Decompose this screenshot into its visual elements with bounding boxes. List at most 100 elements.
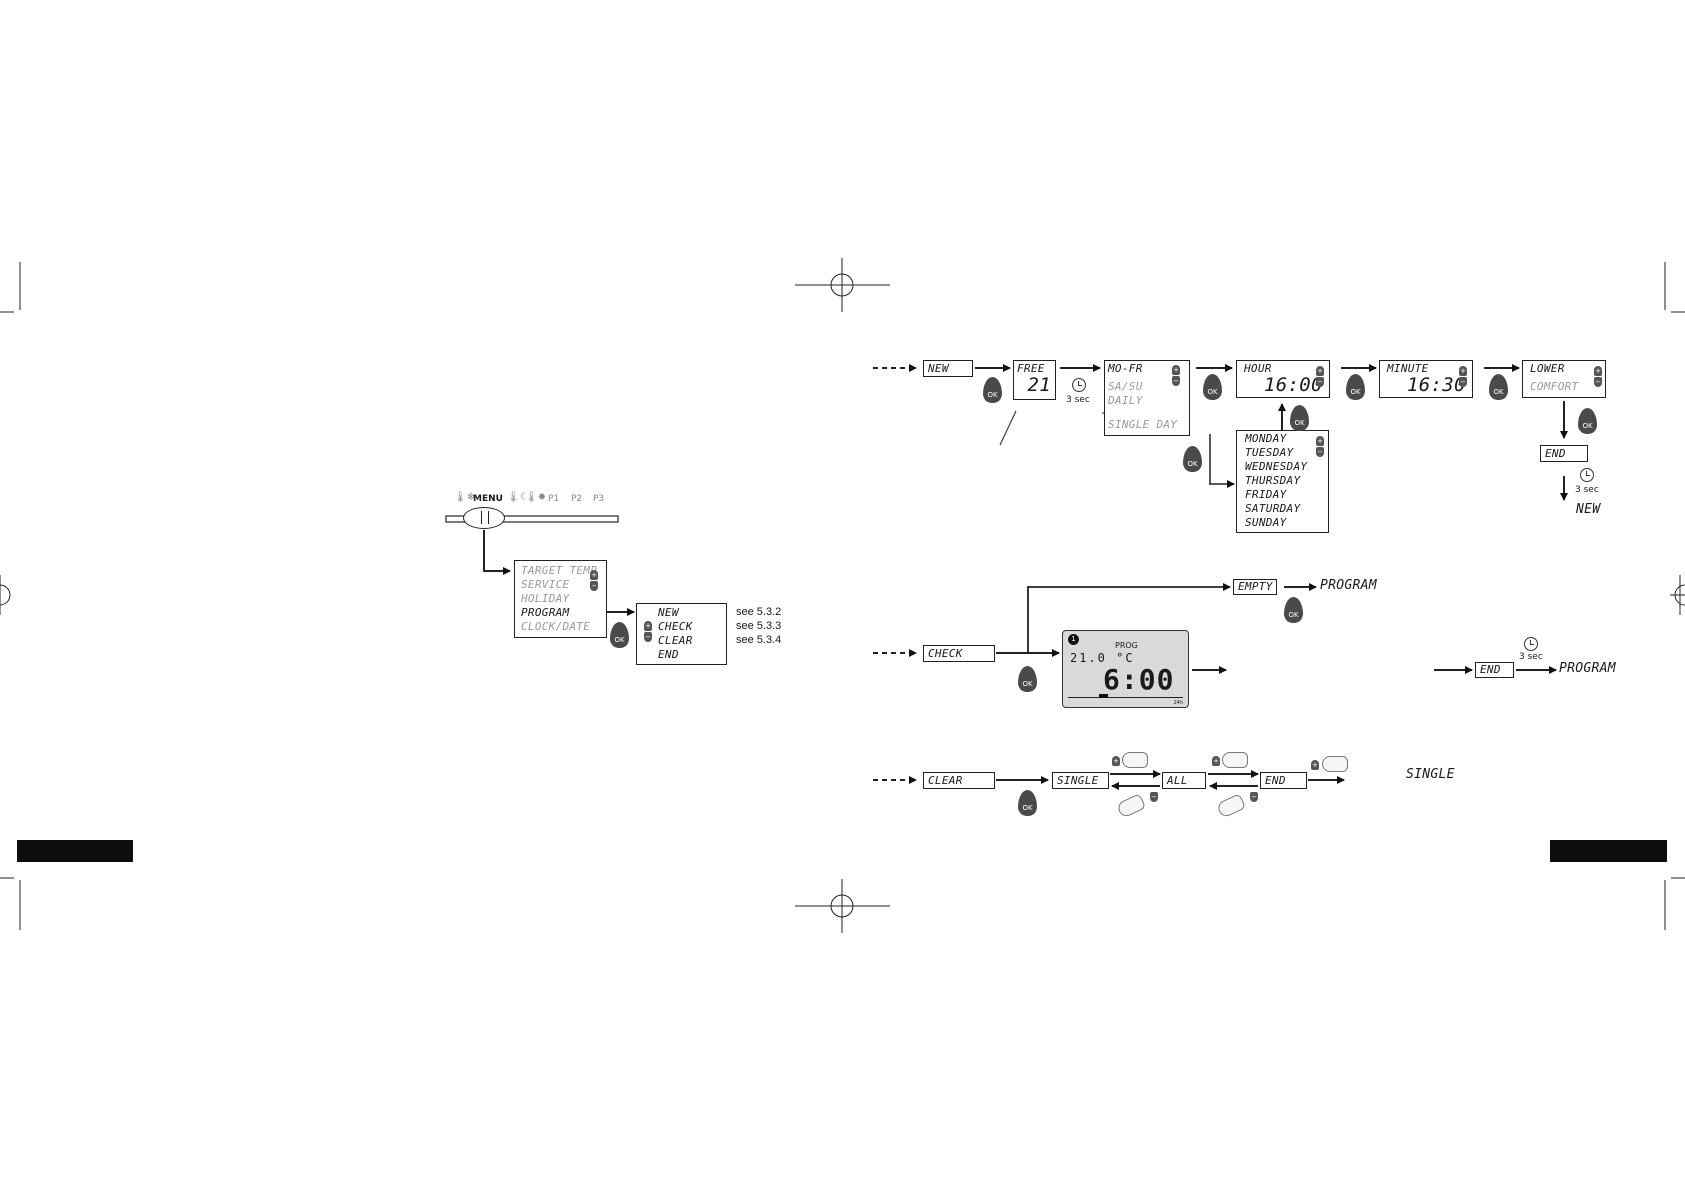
thermometer-snow-icon: 🌡❄: [454, 492, 476, 503]
day-group-single-day[interactable]: SINGLE DAY: [1108, 418, 1178, 431]
clock-icon: [1072, 378, 1086, 392]
menu-item-target-temp[interactable]: TARGET TEMP: [521, 564, 598, 577]
ok-button-icon[interactable]: OK: [1290, 405, 1309, 431]
mode-box: LOWER COMFORT +−: [1522, 360, 1606, 398]
ok-button-icon[interactable]: OK: [1346, 374, 1365, 400]
menu-item-service[interactable]: SERVICE: [521, 578, 570, 591]
hand-press-plus-icon: [1322, 756, 1348, 772]
program-menu: NEW CHECK CLEAR END +−: [636, 603, 727, 665]
ok-button-icon[interactable]: OK: [610, 622, 629, 648]
minute-label: MINUTE: [1387, 362, 1429, 375]
check-hold-label: 3 sec: [1519, 652, 1543, 662]
clear-box: CLEAR: [923, 772, 995, 789]
plus-minus-icon[interactable]: +−: [1316, 366, 1324, 387]
new-end-box: END: [1540, 445, 1588, 462]
ok-button-icon[interactable]: OK: [1183, 446, 1202, 472]
selector-knob[interactable]: [463, 507, 505, 529]
plus-button-icon[interactable]: +: [1311, 760, 1319, 770]
day-group-sa-su[interactable]: SA/SU: [1108, 380, 1143, 393]
ref-new: see 5.3.2: [736, 606, 782, 618]
ok-button-icon[interactable]: OK: [1018, 790, 1037, 816]
end-hold-label: 3 sec: [1575, 485, 1599, 495]
plus-minus-icon[interactable]: +−: [644, 621, 652, 642]
menu-list: TARGET TEMP SERVICE HOLIDAY PROGRAM CLOC…: [514, 560, 607, 638]
menu-item-program[interactable]: PROGRAM: [521, 606, 570, 619]
ref-check: see 5.3.3: [736, 620, 782, 632]
day-thursday[interactable]: THURSDAY: [1245, 474, 1301, 487]
single-option[interactable]: SINGLE: [1057, 774, 1099, 787]
menu-item-holiday[interactable]: HOLIDAY: [521, 592, 570, 605]
program-badge: 1: [1068, 634, 1079, 645]
day-tuesday[interactable]: TUESDAY: [1245, 446, 1294, 459]
new-label: NEW: [928, 362, 949, 375]
day-group-box: MO-FR SA/SU DAILY SINGLE DAY +−: [1104, 360, 1190, 436]
new-box: NEW: [923, 360, 973, 377]
mode-lower[interactable]: LOWER: [1530, 362, 1565, 375]
free-label: FREE: [1017, 362, 1045, 375]
page-tab-left: [17, 840, 133, 862]
thermometer-sun-icon: 🌡✹: [525, 492, 547, 503]
all-box: ALL: [1162, 772, 1206, 789]
check-box: CHECK: [923, 645, 995, 662]
days-list: MONDAY TUESDAY WEDNESDAY THURSDAY FRIDAY…: [1236, 430, 1329, 533]
page-tab-right: [1550, 840, 1667, 862]
check-label: CHECK: [928, 647, 963, 660]
ok-button-icon[interactable]: OK: [1203, 374, 1222, 400]
ok-button-icon[interactable]: OK: [983, 377, 1002, 403]
plus-minus-icon[interactable]: +−: [1594, 366, 1602, 387]
new-end-label: END: [1545, 447, 1566, 460]
clock-icon: [1524, 637, 1538, 651]
plus-minus-icon[interactable]: +−: [1316, 436, 1324, 457]
day-friday[interactable]: FRIDAY: [1245, 488, 1287, 501]
display-temp: 21.0 °C: [1070, 651, 1135, 665]
program-item-end[interactable]: END: [658, 648, 679, 661]
day-sunday[interactable]: SUNDAY: [1245, 516, 1287, 529]
return-new-label: NEW: [1576, 502, 1601, 517]
day-saturday[interactable]: SATURDAY: [1245, 502, 1301, 515]
clear-result-label: SINGLE: [1406, 767, 1455, 782]
ok-button-icon[interactable]: OK: [1284, 597, 1303, 623]
plus-minus-icon[interactable]: +−: [1172, 365, 1180, 386]
hour-box: HOUR 16:00 +−: [1236, 360, 1330, 398]
menu-label: MENU: [473, 494, 503, 504]
program-item-clear[interactable]: CLEAR: [658, 634, 693, 647]
display-time: 6:00: [1103, 663, 1175, 696]
minus-button-icon[interactable]: −: [1250, 792, 1258, 802]
program-item-new[interactable]: NEW: [658, 606, 679, 619]
plus-minus-icon[interactable]: +−: [1459, 366, 1467, 387]
clock-icon: [1580, 468, 1594, 482]
p3-label: P3: [593, 494, 605, 504]
menu-item-clock-date[interactable]: CLOCK/DATE: [521, 620, 591, 633]
minus-button-icon[interactable]: −: [1150, 792, 1158, 802]
prog-label: PROG: [1115, 641, 1138, 650]
end-option[interactable]: END: [1265, 774, 1286, 787]
mode-comfort[interactable]: COMFORT: [1530, 380, 1579, 393]
plus-button-icon[interactable]: +: [1112, 756, 1120, 766]
ok-button-icon[interactable]: OK: [1578, 408, 1597, 434]
ok-button-icon[interactable]: OK: [1489, 374, 1508, 400]
plus-minus-icon[interactable]: +−: [590, 570, 598, 591]
day-monday[interactable]: MONDAY: [1245, 432, 1287, 445]
check-end-target-label: PROGRAM: [1559, 661, 1616, 676]
all-option[interactable]: ALL: [1167, 774, 1188, 787]
program-item-check[interactable]: CHECK: [658, 620, 693, 633]
thermometer-moon-icon: 🌡☾: [507, 492, 529, 503]
clear-end-box: END: [1260, 772, 1307, 789]
hold-time-label: 3 sec: [1066, 395, 1090, 405]
free-box: FREE 21: [1013, 360, 1056, 400]
menu-selector: 🌡❄ MENU 🌡☾ 🌡✹ P1 P2 P3: [452, 491, 622, 511]
timeline-marker: [1099, 694, 1108, 698]
day-group-daily[interactable]: DAILY: [1108, 394, 1143, 407]
minute-value: 16:30: [1407, 374, 1466, 396]
day-wednesday[interactable]: WEDNESDAY: [1245, 460, 1308, 473]
plus-button-icon[interactable]: +: [1212, 756, 1220, 766]
hour-value: 16:00: [1264, 374, 1323, 396]
hand-press-plus-icon: [1222, 752, 1248, 768]
empty-box: EMPTY: [1233, 579, 1277, 595]
ok-button-icon[interactable]: OK: [1018, 666, 1037, 692]
day-group-mo-fr[interactable]: MO-FR: [1108, 362, 1143, 375]
single-box: SINGLE: [1052, 772, 1109, 789]
clear-label: CLEAR: [928, 774, 963, 787]
thermostat-display: 1 PROG 21.0 °C 6:00 24h: [1062, 630, 1189, 708]
